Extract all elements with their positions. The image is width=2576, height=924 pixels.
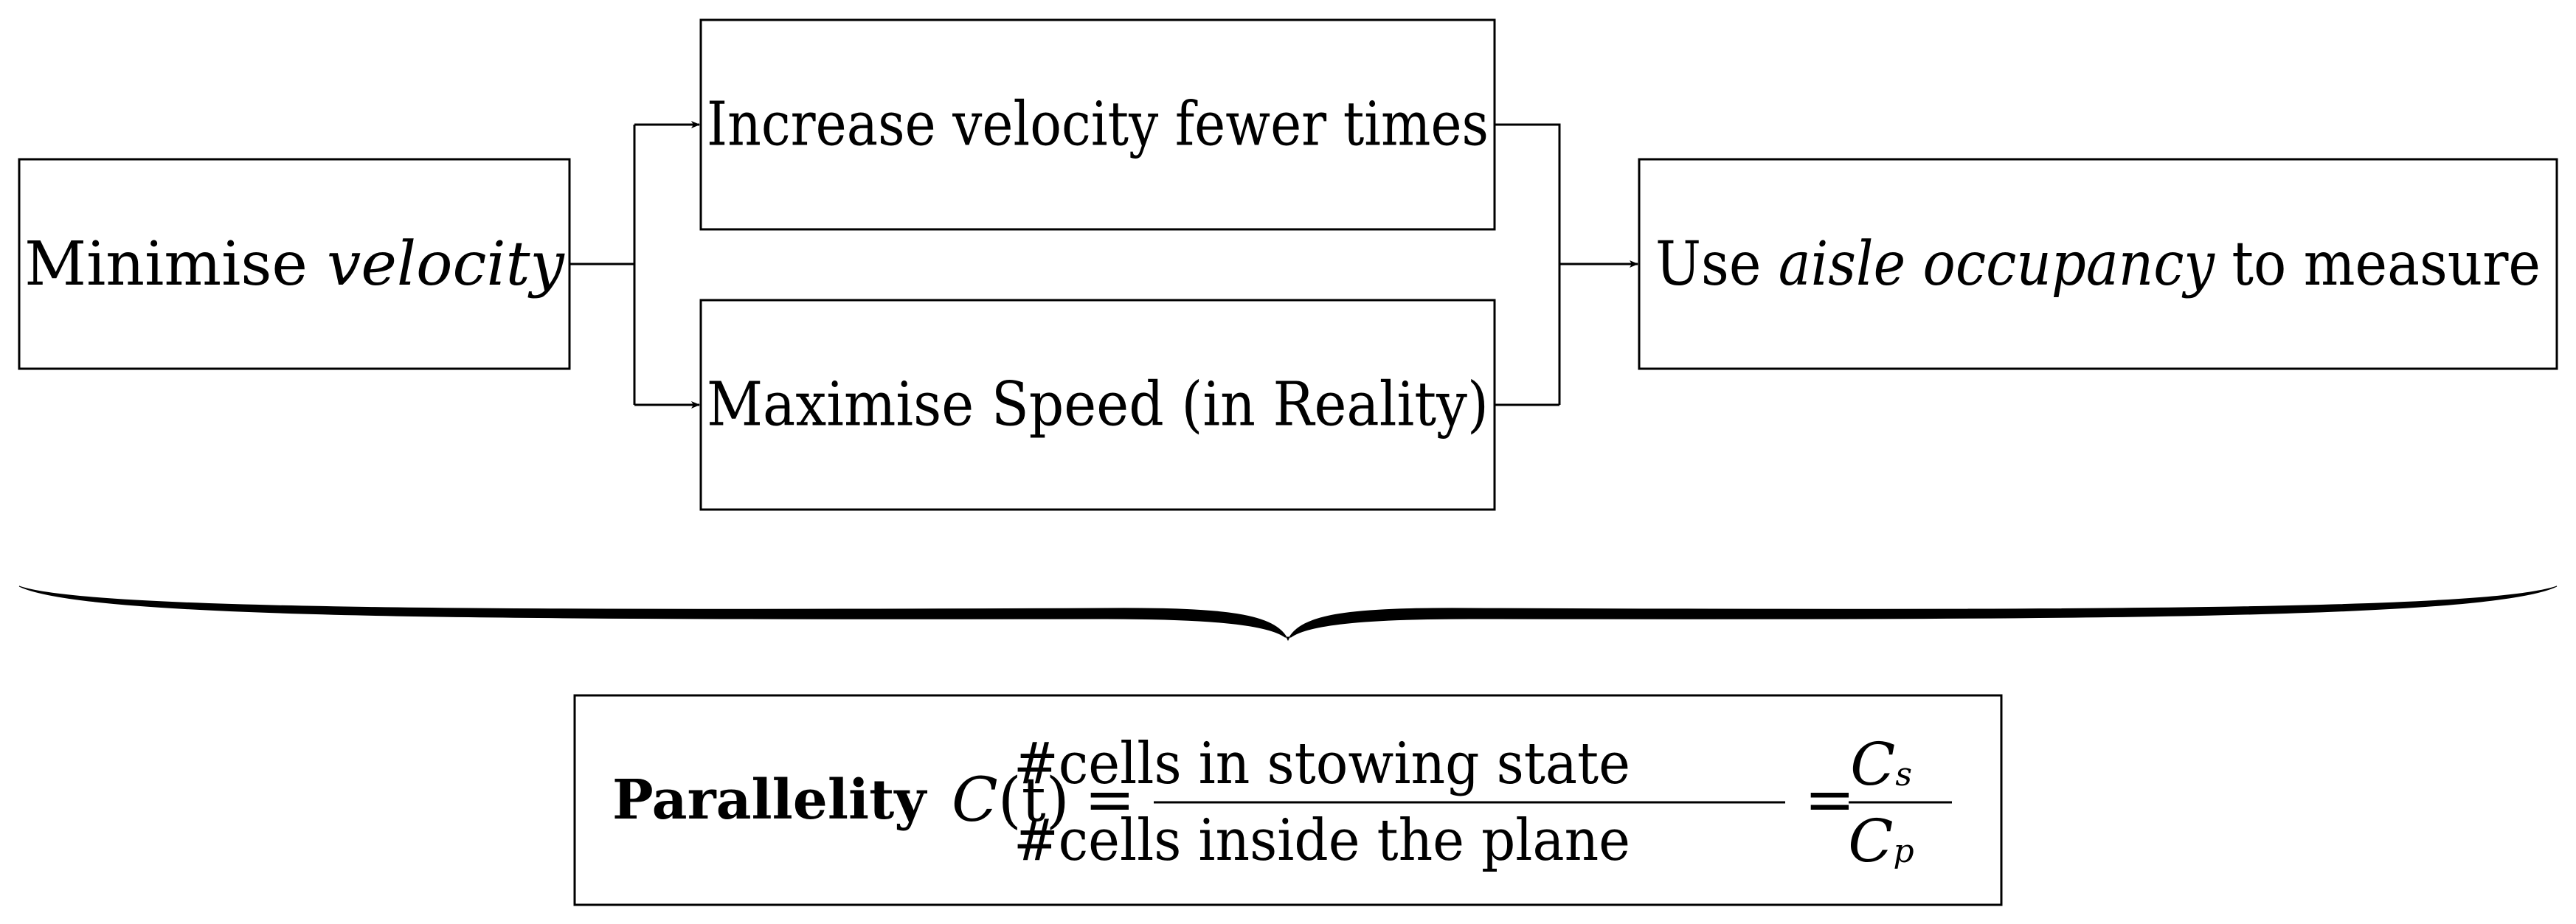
node-measure-occupancy: Use aisle occupancy to measure bbox=[1638, 158, 2558, 370]
formula-lhs: C(t) bbox=[952, 765, 1070, 836]
formula-numerator: #cells in stowing state bbox=[1014, 731, 1630, 797]
formula-rhs-denominator: Cp bbox=[1848, 807, 1914, 875]
connector-merge bbox=[1495, 123, 1638, 406]
node-measure-suffix: to measure bbox=[2215, 229, 2541, 299]
node-increase-label: Increase velocity fewer times bbox=[707, 90, 1489, 160]
formula-box bbox=[573, 694, 2003, 906]
node-measure-label: Use aisle occupancy to measure bbox=[1655, 229, 2541, 299]
formula-name: Parallelity bbox=[612, 768, 927, 832]
node-maximise-label: Maximise Speed (in Reality) bbox=[707, 370, 1489, 440]
node-minimise-label: Minimise velocity bbox=[24, 229, 565, 299]
formula-rhs-num-symbol: C bbox=[1850, 730, 1895, 799]
node-minimise-velocity: Minimise velocity bbox=[18, 158, 571, 370]
formula-equals-first: = bbox=[1084, 765, 1135, 836]
formula-denominator: #cells inside the plane bbox=[1014, 807, 1630, 874]
node-maximise-speed: Maximise Speed (in Reality) bbox=[699, 299, 1496, 511]
formula-parallelity: Parallelity C(t) = #cells in stowing sta… bbox=[573, 694, 2003, 906]
formula-lhs-symbol: C bbox=[952, 765, 998, 836]
node-minimise-prefix: Minimise bbox=[24, 229, 327, 299]
node-increase-velocity: Increase velocity fewer times bbox=[699, 18, 1496, 231]
connector-split bbox=[569, 121, 700, 409]
formula-rhs-numerator: Cs bbox=[1850, 730, 1912, 799]
formula-equals-second: = bbox=[1804, 765, 1855, 836]
formula-rhs-den-sub: p bbox=[1894, 833, 1914, 870]
formula-rhs-den-symbol: C bbox=[1848, 807, 1893, 875]
underbrace-icon bbox=[18, 586, 2558, 642]
node-measure-prefix: Use bbox=[1655, 229, 1779, 299]
node-measure-box bbox=[1638, 158, 2558, 370]
node-minimise-emphasis: velocity bbox=[327, 229, 566, 299]
formula-rhs-num-sub: s bbox=[1895, 756, 1912, 793]
connector-from-increase bbox=[1495, 123, 1561, 405]
formula-lhs-arg: (t) bbox=[998, 765, 1070, 836]
node-measure-emphasis: aisle occupancy bbox=[1779, 229, 2216, 299]
